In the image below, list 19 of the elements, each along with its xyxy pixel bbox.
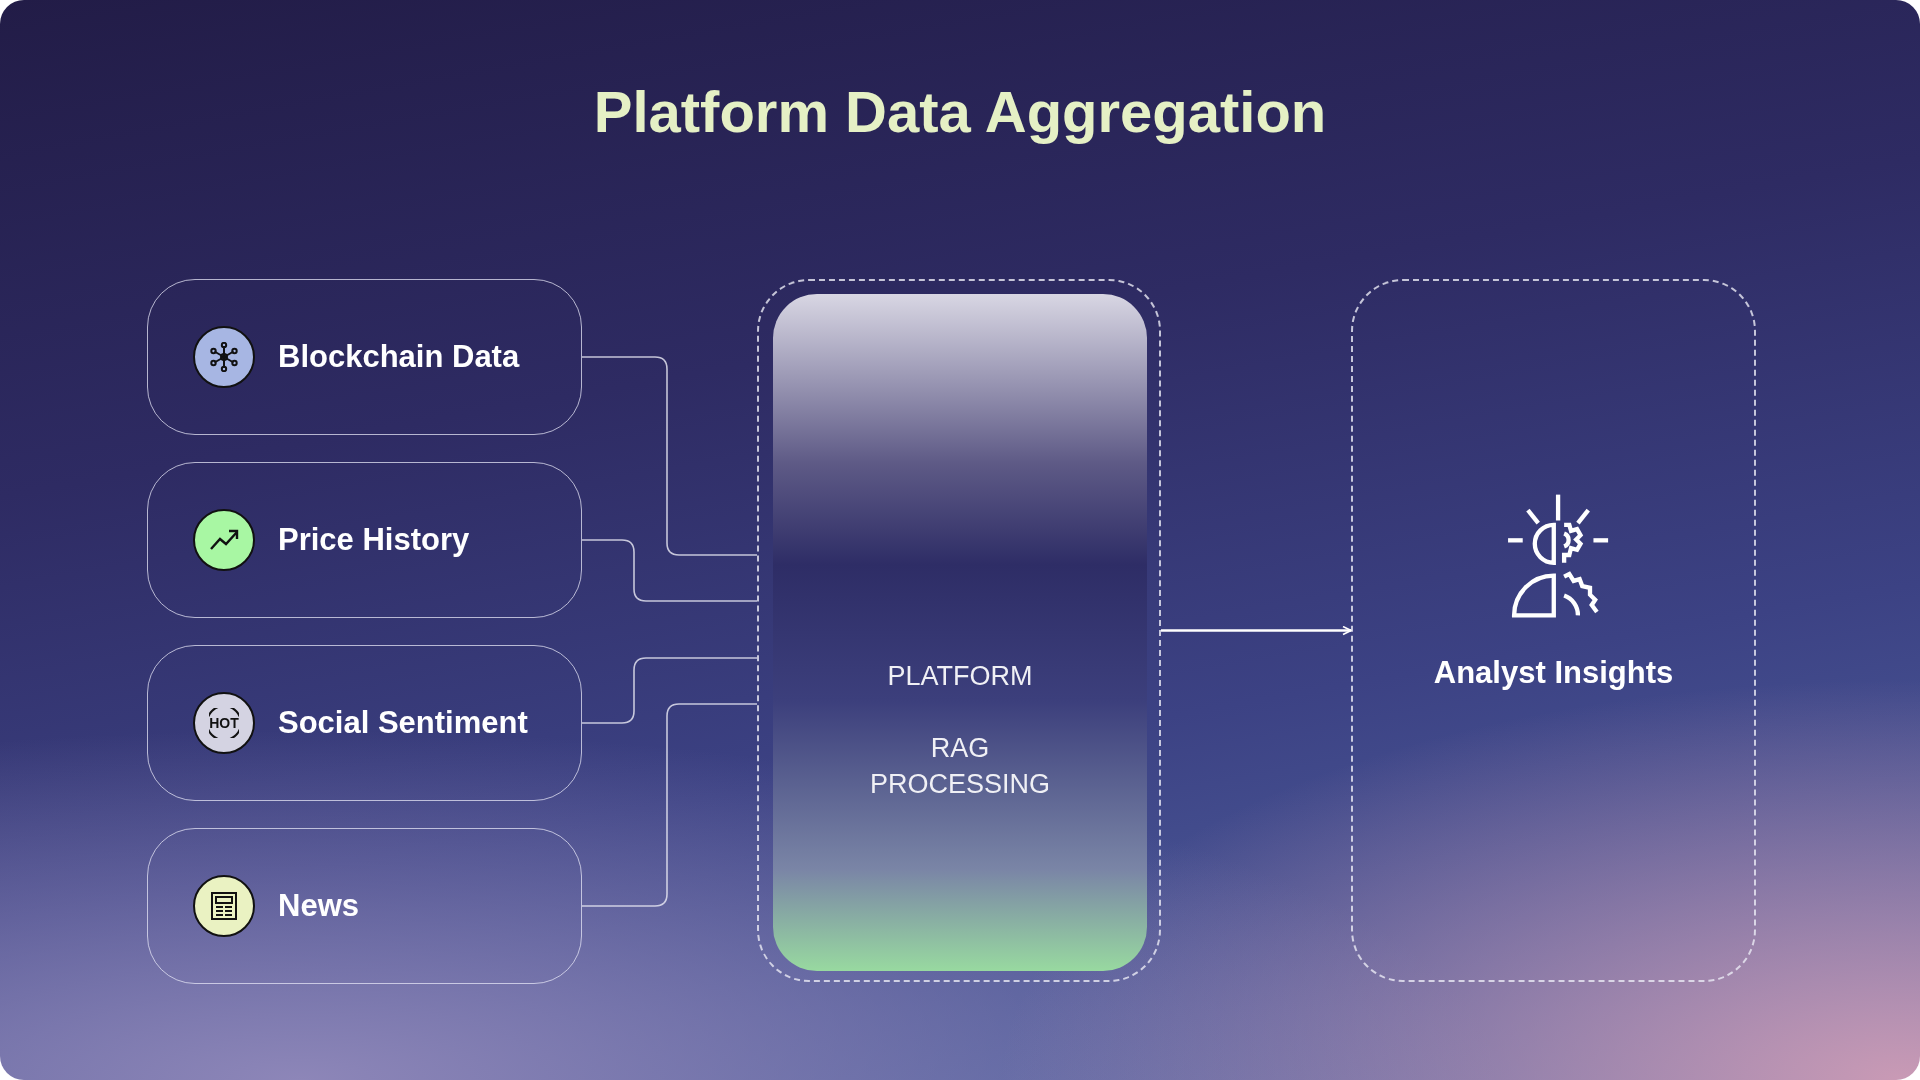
connector-line <box>581 356 758 556</box>
source-card <box>147 828 582 984</box>
source-card <box>147 462 582 618</box>
badge-text: HOT <box>208 715 240 731</box>
source-card <box>147 645 582 801</box>
source-label: Social Sentiment <box>278 705 528 741</box>
dashed-container <box>1351 279 1756 982</box>
output-label: Analyst Insights <box>1432 654 1675 692</box>
connector-line <box>581 703 758 907</box>
source-label: Blockchain Data <box>278 339 520 375</box>
source-label: Price History <box>278 522 470 558</box>
title: Platform Data Aggregation <box>592 78 1328 145</box>
source-card <box>147 279 582 435</box>
panel-label: PLATFORM <box>886 660 1034 693</box>
arrow <box>1161 625 1352 636</box>
connector-line <box>581 657 758 724</box>
connector-line <box>581 539 758 602</box>
panel-label: RAG PROCESSING <box>868 732 1051 801</box>
source-label: News <box>278 888 359 924</box>
